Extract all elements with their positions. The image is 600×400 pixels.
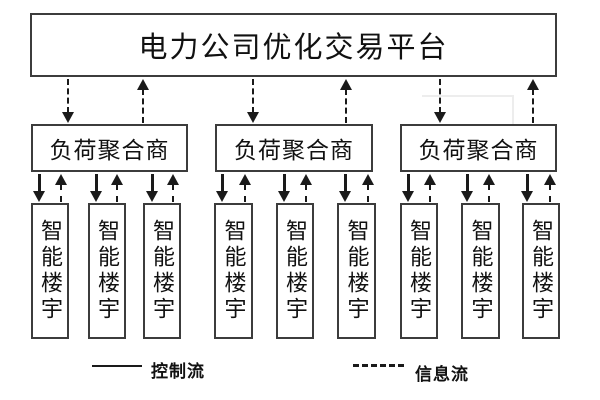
arrow-head — [146, 191, 158, 202]
building-box-3: 智能楼宇 — [143, 203, 181, 339]
arrow-head — [483, 174, 495, 185]
arrow-head — [339, 191, 351, 202]
arrow-head — [424, 174, 436, 185]
arrow-head — [247, 112, 259, 123]
arrow-head — [527, 79, 539, 90]
control-flow-arrow — [278, 174, 290, 202]
info-flow-arrow — [300, 174, 312, 202]
control-flow-arrow — [146, 174, 158, 202]
info-flow-arrow — [544, 174, 556, 202]
aggregator-box-3: 负荷聚合商 — [400, 124, 557, 172]
arrow-line — [465, 174, 469, 192]
arrow-head — [544, 174, 556, 185]
legend-info-line — [353, 364, 404, 367]
info-flow-arrow — [111, 174, 123, 202]
building-box-7: 智能楼宇 — [400, 203, 438, 339]
control-flow-arrow — [461, 174, 473, 202]
building-label: 智能楼宇 — [283, 219, 308, 323]
control-flow-arrow — [90, 174, 102, 202]
arrow-head — [90, 191, 102, 202]
platform-box: 电力公司优化交易平台 — [30, 13, 557, 77]
arrow-head — [62, 112, 74, 123]
arrow-line — [429, 184, 431, 202]
arrow-line — [60, 184, 62, 202]
aggregator-box-1: 负荷聚合商 — [31, 124, 188, 172]
info-flow-arrow — [247, 79, 259, 123]
arrow-line — [488, 184, 490, 202]
building-box-1: 智能楼宇 — [31, 203, 69, 339]
arrow-line — [67, 79, 69, 113]
arrow-head — [340, 79, 352, 90]
arrow-line — [220, 174, 224, 192]
arrow-line — [142, 89, 144, 123]
control-flow-arrow — [216, 174, 228, 202]
arrow-line — [532, 89, 534, 123]
arrow-head — [111, 174, 123, 185]
building-box-6: 智能楼宇 — [337, 203, 376, 339]
arrow-head — [521, 191, 533, 202]
arrow-head — [137, 79, 149, 90]
arrow-line — [94, 174, 98, 192]
building-label: 智能楼宇 — [221, 219, 247, 323]
building-label: 智能楼宇 — [529, 219, 554, 323]
building-box-4: 智能楼宇 — [214, 203, 253, 339]
arrow-head — [278, 191, 290, 202]
arrow-line — [252, 79, 254, 113]
arrow-head — [167, 174, 179, 185]
arrow-head — [402, 191, 414, 202]
aggregator-label: 负荷聚合商 — [49, 138, 170, 163]
arrow-line — [282, 174, 286, 192]
arrow-line — [305, 184, 307, 202]
arrow-line — [406, 174, 410, 192]
arrow-line — [172, 184, 174, 202]
info-flow-arrow — [62, 79, 74, 123]
arrow-head — [362, 174, 374, 185]
arrow-line — [150, 174, 154, 192]
info-flow-arrow — [137, 79, 149, 123]
arrow-head — [461, 191, 473, 202]
info-flow-arrow — [527, 79, 539, 123]
control-flow-arrow — [33, 174, 45, 202]
building-box-8: 智能楼宇 — [461, 203, 500, 339]
info-flow-arrow — [483, 174, 495, 202]
arrow-line — [549, 184, 551, 202]
arrow-line — [37, 174, 41, 192]
platform-label: 电力公司优化交易平台 — [138, 32, 449, 64]
building-label: 智能楼宇 — [38, 219, 63, 323]
building-label: 智能楼宇 — [468, 219, 494, 323]
info-flow-arrow — [424, 174, 436, 202]
control-flow-arrow — [339, 174, 351, 202]
arrow-head — [33, 191, 45, 202]
building-label: 智能楼宇 — [150, 219, 175, 323]
building-box-9: 智能楼宇 — [522, 203, 560, 339]
building-box-2: 智能楼宇 — [88, 203, 126, 339]
arrow-head — [55, 174, 67, 185]
arrow-line — [345, 89, 347, 123]
aggregator-label: 负荷聚合商 — [234, 138, 354, 163]
building-label: 智能楼宇 — [407, 219, 432, 323]
aggregator-box-2: 负荷聚合商 — [215, 124, 373, 172]
arrow-head — [239, 174, 251, 185]
info-flow-arrow — [340, 79, 352, 123]
legend-info-label: 信息流 — [415, 365, 469, 384]
arrow-line — [244, 184, 246, 202]
info-flow-arrow — [362, 174, 374, 202]
info-flow-arrow — [167, 174, 179, 202]
building-label: 智能楼宇 — [344, 219, 370, 323]
info-flow-arrow — [55, 174, 67, 202]
control-flow-arrow — [521, 174, 533, 202]
arrow-head — [300, 174, 312, 185]
building-label: 智能楼宇 — [95, 219, 120, 323]
legend-control-line — [92, 365, 142, 367]
arrow-line — [525, 174, 529, 192]
aggregator-label: 负荷聚合商 — [418, 138, 539, 163]
control-flow-arrow — [402, 174, 414, 202]
info-flow-arrow — [239, 174, 251, 202]
arrow-line — [343, 174, 347, 192]
arrow-head — [216, 191, 228, 202]
arrow-line — [116, 184, 118, 202]
legend-control-label: 控制流 — [151, 362, 205, 381]
building-box-5: 智能楼宇 — [276, 203, 314, 339]
arrow-line — [367, 184, 369, 202]
